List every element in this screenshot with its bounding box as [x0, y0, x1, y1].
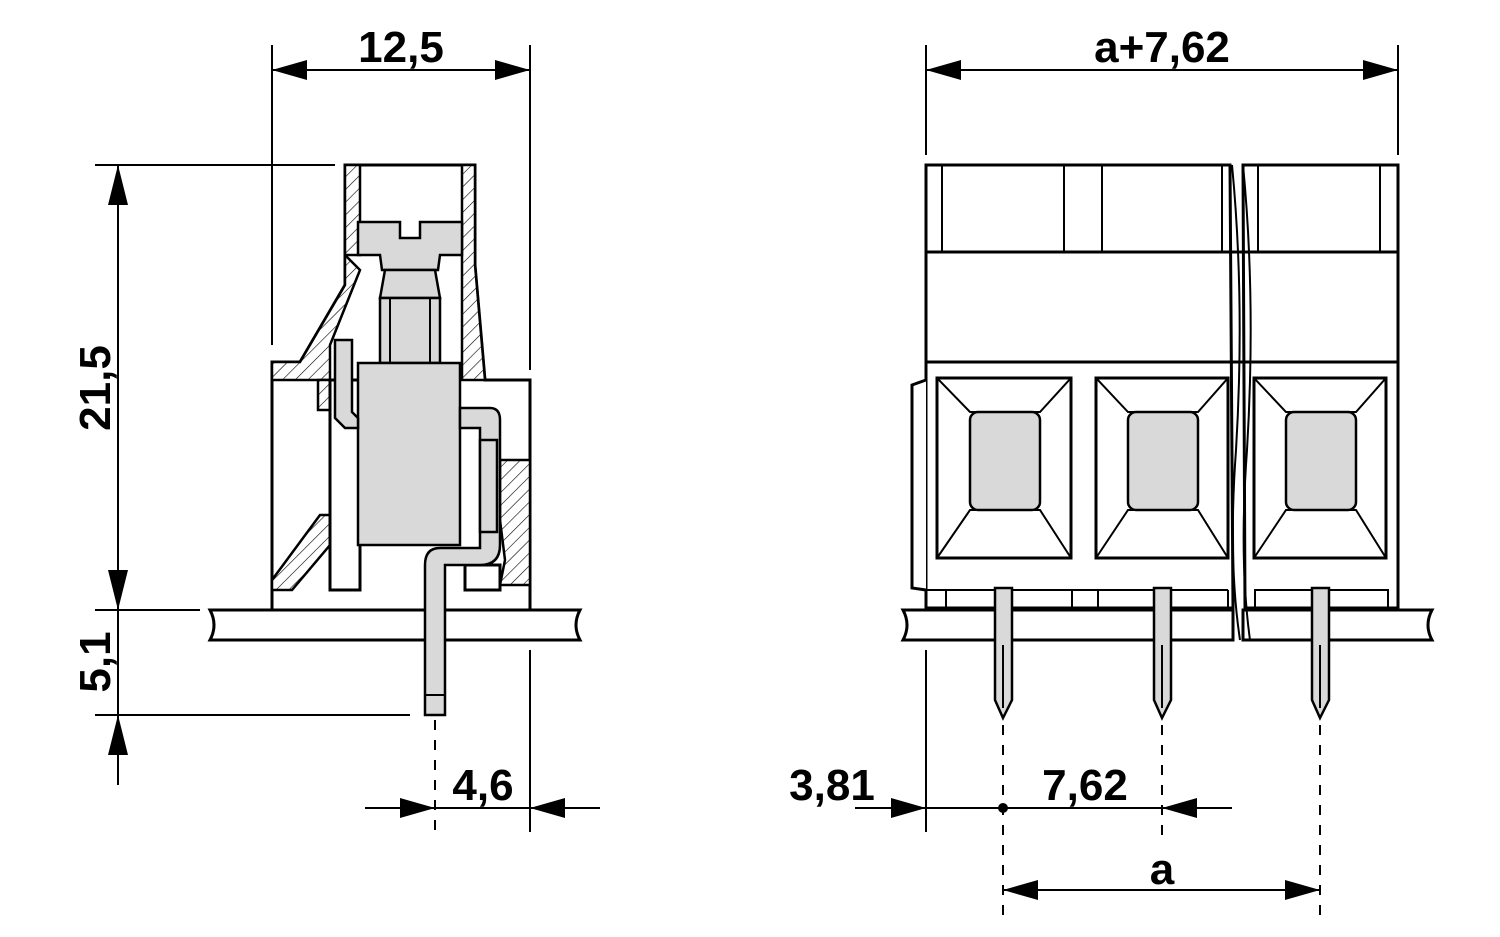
dim-front-width: a+7,62: [1094, 23, 1230, 72]
side-right-lower-hatch: [498, 458, 532, 587]
side-top-right-hatch: [460, 163, 487, 382]
front-pin-3: [1310, 586, 1331, 721]
dim-side-width: 12,5: [358, 23, 444, 72]
dim-total-height: 21,5: [71, 345, 120, 431]
wire-entry-3: [1252, 376, 1388, 560]
side-inner-divider-hatch: [316, 378, 332, 412]
side-lower-slot: [463, 563, 502, 592]
front-pcb-right: [1241, 608, 1435, 642]
dim-pin-offset: 4,6: [452, 761, 513, 810]
side-dimensions: 12,5 21,5 5,1 4,6: [71, 23, 600, 832]
pin-inner-strip: [478, 438, 499, 534]
side-pcb: [207, 608, 583, 642]
dim-pin-length: 5,1: [71, 631, 120, 692]
front-pin-1: [993, 586, 1014, 721]
front-pin-2: [1152, 586, 1173, 721]
front-view: [900, 163, 1435, 915]
side-view: [207, 163, 583, 830]
side-left-wall-hatch: [270, 251, 362, 382]
front-dimensions: a+7,62 3,81 7,62 a: [789, 23, 1399, 900]
screw-neck: [378, 268, 442, 300]
front-left-flange: [910, 378, 927, 592]
front-pcb-left: [900, 608, 1235, 642]
front-break-line: [1231, 164, 1241, 641]
clamp-body: [356, 361, 462, 547]
screw-head: [356, 220, 464, 272]
wire-entry-1: [935, 376, 1073, 560]
dim-pitch: 7,62: [1042, 761, 1128, 810]
dim-edge-offset: 3,81: [789, 761, 875, 810]
clamp-spring: [333, 338, 360, 430]
dim-pitch-span: a: [1150, 845, 1175, 894]
wire-entry-2: [1094, 376, 1230, 560]
